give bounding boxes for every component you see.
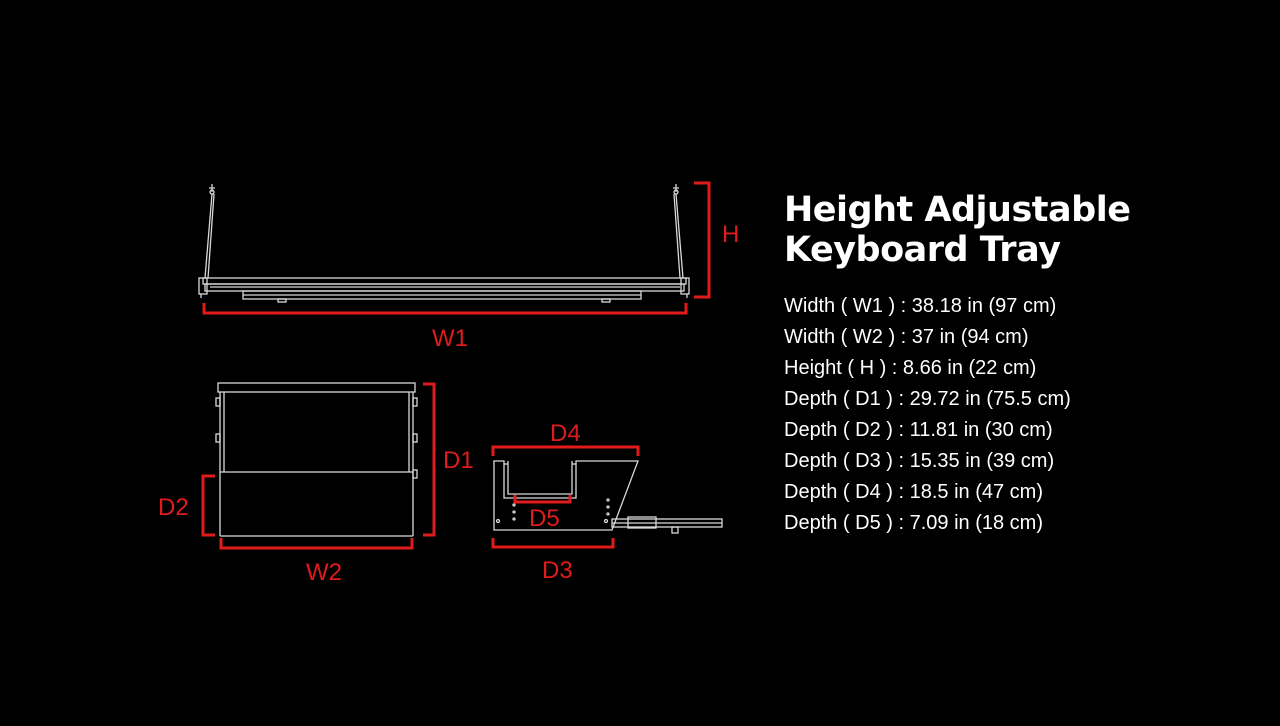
spec-depth-d4: Depth ( D4 ) : 18.5 in (47 cm)	[784, 481, 1043, 503]
spec-width-w2: Width ( W2 ) : 37 in (94 cm)	[784, 326, 1029, 348]
dimension-d1-bracket	[423, 382, 436, 537]
dimension-d3-bracket	[491, 538, 615, 549]
spec-list: Width ( W1 ) : 38.18 in (97 cm) Width ( …	[784, 291, 1254, 539]
spec-depth-d1: Depth ( D1 ) : 29.72 in (75.5 cm)	[784, 388, 1071, 410]
dimension-label-d2: D2	[158, 494, 189, 521]
top-view-drawing	[215, 382, 418, 537]
spec-depth-d5: Depth ( D5 ) : 7.09 in (18 cm)	[784, 512, 1043, 534]
dimension-label-d5: D5	[529, 505, 560, 532]
dimension-d2-bracket	[201, 474, 215, 537]
product-title-line-1: Height Adjustable	[784, 190, 1131, 230]
front-view-dimensions	[202, 181, 711, 315]
spec-width-w1: Width ( W1 ) : 38.18 in (97 cm)	[784, 295, 1057, 317]
dimension-d4-bracket	[491, 445, 640, 456]
product-title: Height Adjustable Keyboard Tray	[784, 190, 1254, 270]
spec-depth-d3: Depth ( D3 ) : 15.35 in (39 cm)	[784, 450, 1055, 472]
dimension-w1-bracket	[202, 303, 688, 315]
top-view-dimensions	[201, 382, 436, 550]
dimension-h-bracket	[694, 181, 711, 299]
front-view-drawing	[198, 184, 690, 303]
dimension-label-w1: W1	[432, 325, 468, 352]
dimension-w2-bracket	[219, 538, 414, 550]
dimension-label-d1: D1	[443, 447, 474, 474]
spec-panel: Height Adjustable Keyboard Tray Width ( …	[784, 190, 1254, 539]
side-view-drawing	[493, 460, 723, 534]
dimension-label-d3: D3	[542, 557, 573, 584]
product-title-line-2: Keyboard Tray	[784, 230, 1061, 270]
dimension-d5-bracket	[513, 495, 572, 504]
dimension-label-h: H	[722, 221, 739, 248]
side-view-dimensions	[491, 445, 640, 549]
dimension-label-w2: W2	[306, 559, 342, 586]
dimension-label-d4: D4	[550, 420, 581, 447]
spec-height-h: Height ( H ) : 8.66 in (22 cm)	[784, 357, 1037, 379]
spec-depth-d2: Depth ( D2 ) : 11.81 in (30 cm)	[784, 419, 1053, 441]
